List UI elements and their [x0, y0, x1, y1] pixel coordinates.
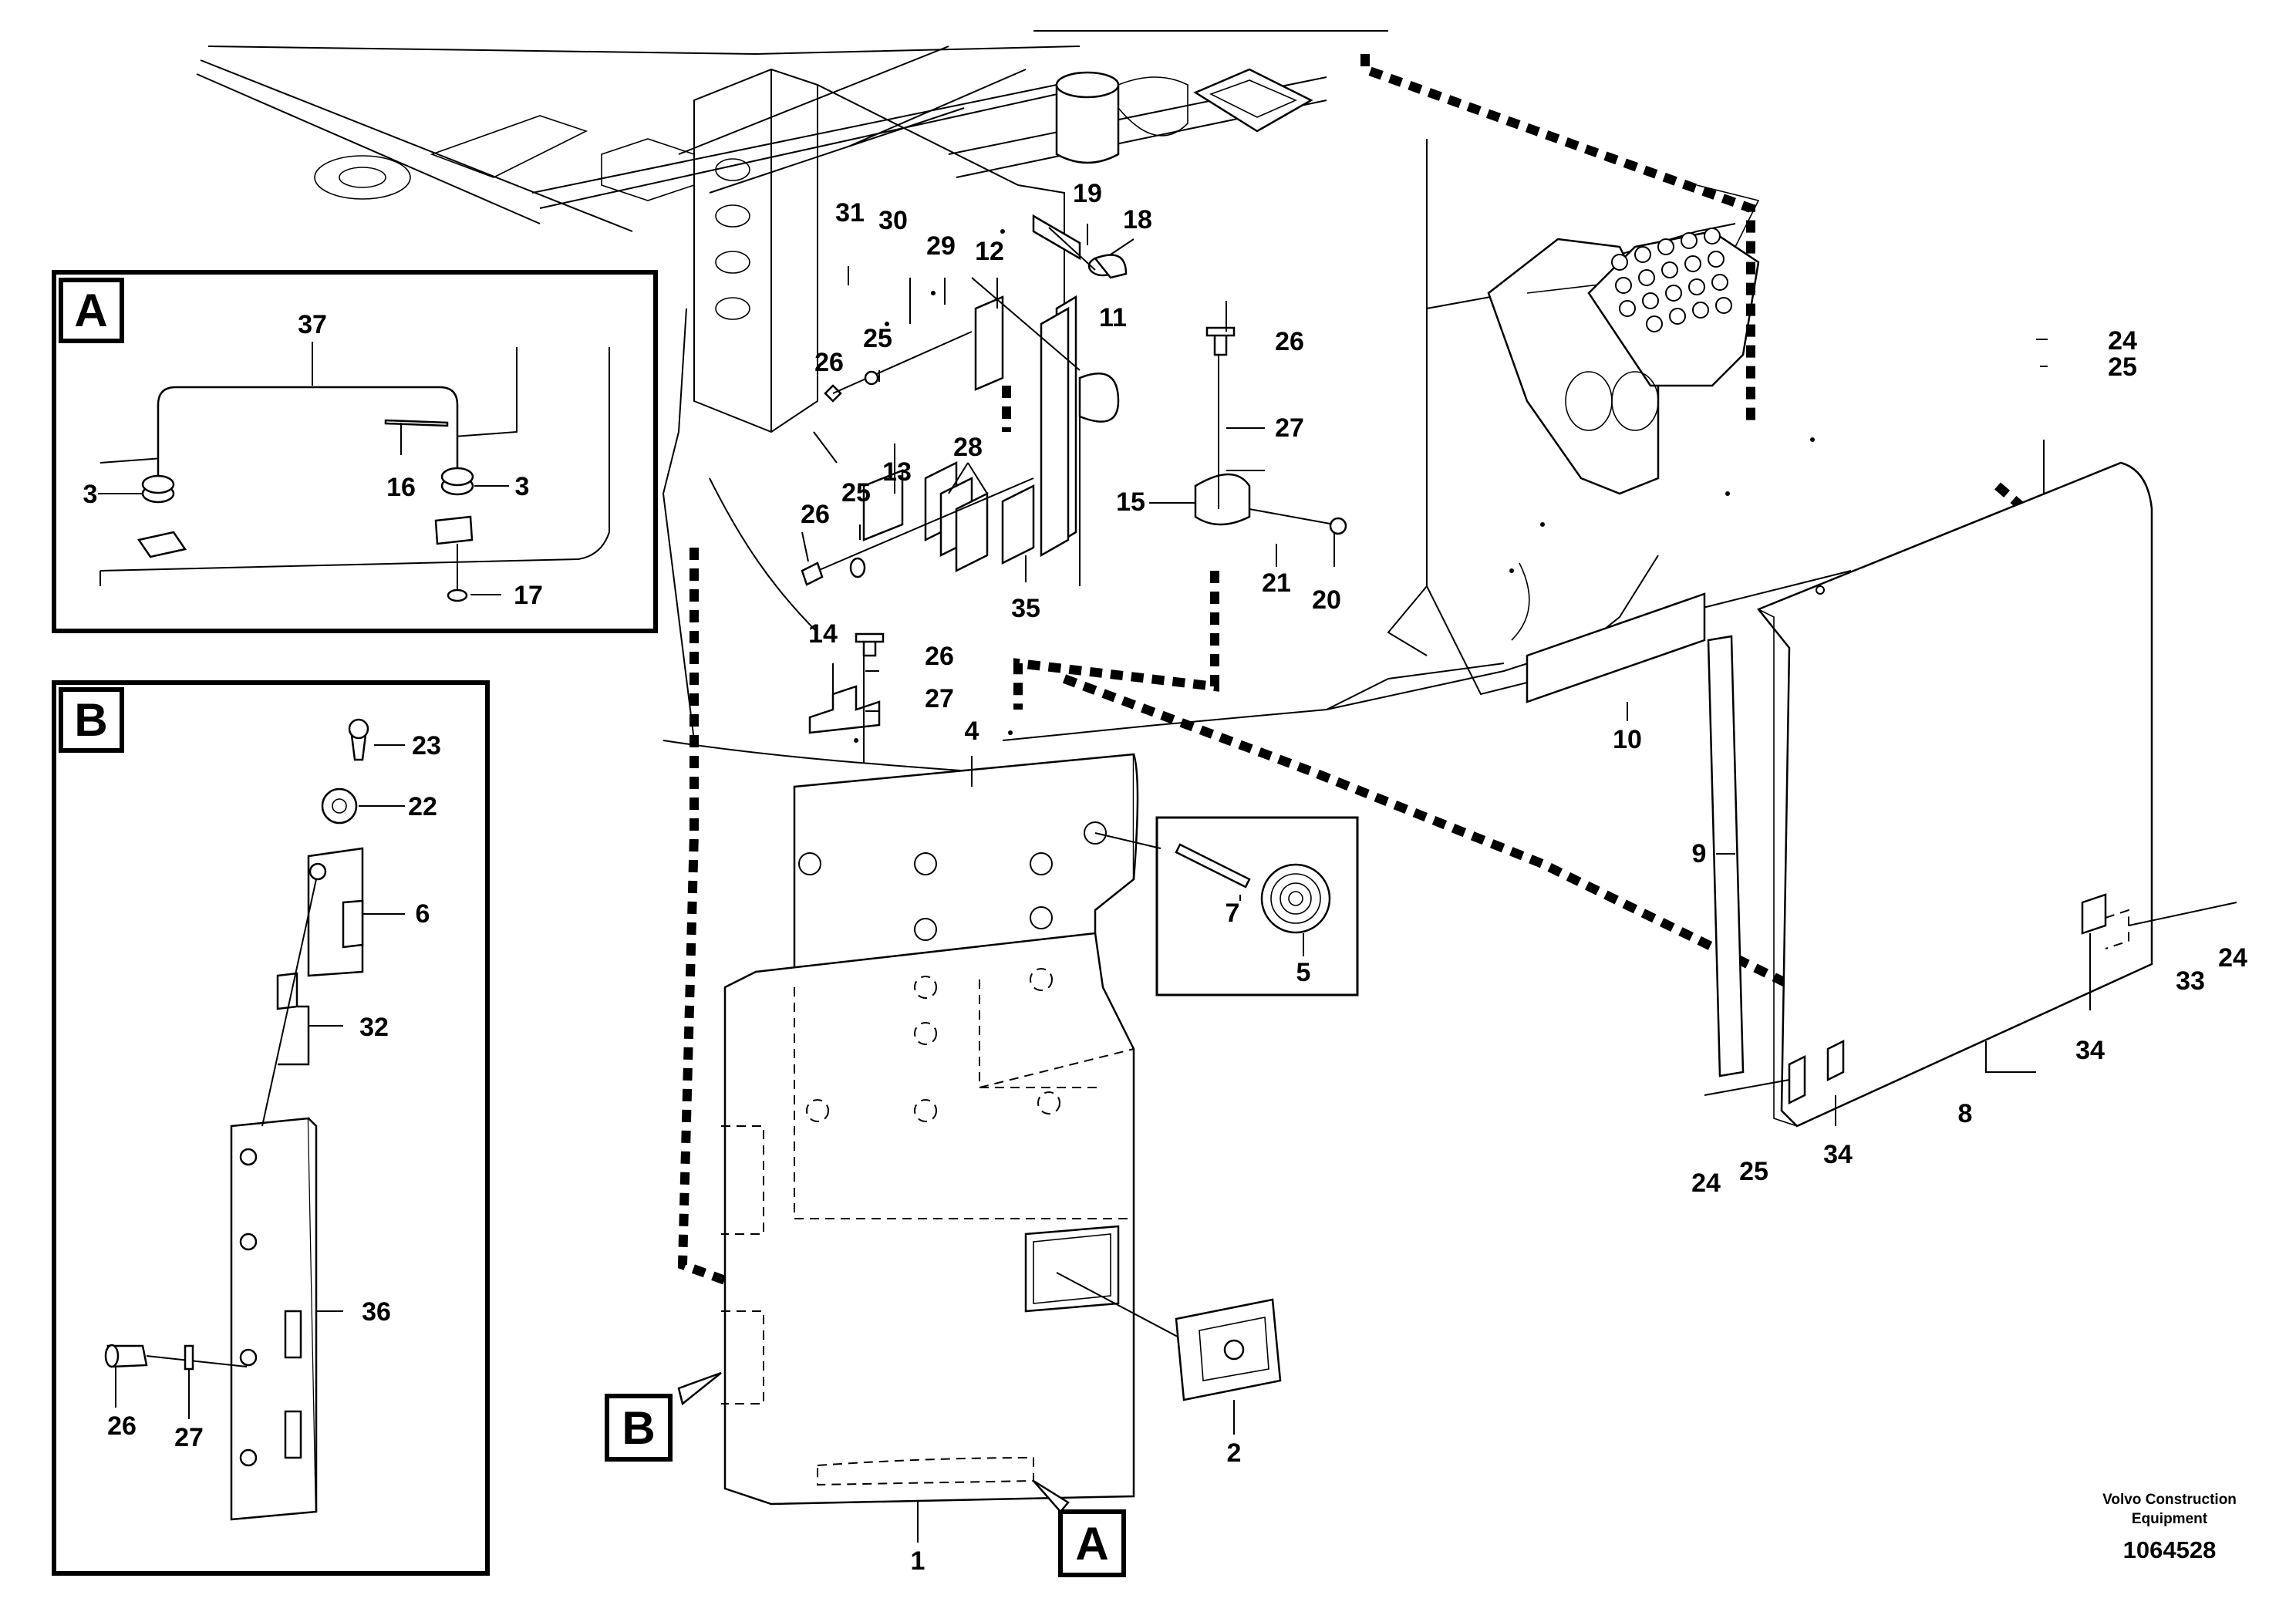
callout-32: 32: [359, 1013, 389, 1042]
callout-25-d: 25: [1739, 1157, 1768, 1186]
reference-tag-a: A: [1033, 1479, 1126, 1577]
upper-door-panel: [793, 753, 1139, 989]
callout-25-a: 25: [863, 324, 892, 353]
leader-lines: [98, 224, 2091, 1543]
callout-27-b: 27: [925, 684, 954, 713]
callout-3-right: 3: [515, 472, 530, 501]
callout-34-a: 34: [2075, 1036, 2105, 1065]
callout-2: 2: [1227, 1438, 1242, 1468]
lower-door-panel: [721, 932, 1188, 1506]
callout-26-d: 26: [925, 642, 954, 671]
callout-24-c: 24: [1691, 1168, 1721, 1198]
reference-tag-b: B: [605, 1371, 722, 1462]
callout-8: 8: [1958, 1099, 1973, 1128]
callout-36: 36: [362, 1297, 391, 1327]
side-panel: [1704, 440, 2237, 1128]
callout-18: 18: [1123, 205, 1152, 234]
callout-25-b: 25: [841, 478, 871, 508]
callout-20: 20: [1312, 585, 1341, 615]
callout-26-a: 26: [814, 348, 844, 377]
callout-30: 30: [878, 206, 908, 235]
callout-15: 15: [1116, 487, 1145, 517]
callout-22: 22: [408, 792, 437, 821]
part-callouts: 37 3 16 3 17 23 22 6 32 36 26 27 31 30 2…: [83, 179, 2247, 1576]
callout-21: 21: [1262, 568, 1291, 598]
callout-11: 11: [1099, 303, 1127, 332]
drawing-footer: Volvo Construction Equipment 1064528: [2102, 1492, 2237, 1563]
callout-24-a: 24: [2108, 326, 2137, 356]
callout-1: 1: [911, 1546, 925, 1576]
spring-detail-box: [1094, 816, 1359, 996]
callout-37: 37: [298, 310, 327, 339]
callout-10: 10: [1613, 725, 1642, 754]
callout-12: 12: [975, 237, 1004, 266]
callout-35: 35: [1011, 594, 1040, 623]
seal-strips: [1526, 592, 1745, 1077]
reference-tag-a-letter: A: [1075, 1518, 1108, 1570]
callout-6: 6: [416, 899, 430, 929]
callout-9: 9: [1692, 839, 1707, 868]
brand-line-2: Equipment: [2132, 1511, 2208, 1527]
hinge-hardware-group: [801, 214, 1347, 764]
brand-line-1: Volvo Construction: [2102, 1492, 2237, 1508]
callout-34-b: 34: [1823, 1140, 1853, 1169]
callout-26-c: 26: [801, 500, 830, 529]
callout-25-c: 25: [2108, 352, 2137, 382]
drawing-number: 1064528: [2123, 1536, 2217, 1563]
callout-4: 4: [965, 717, 979, 746]
callout-24-b: 24: [2218, 943, 2247, 973]
floor-grating: [1611, 228, 1732, 332]
detail-a-letter: A: [74, 285, 107, 336]
door-lock: [1175, 1298, 1282, 1401]
callout-26-detail-b: 26: [107, 1411, 137, 1441]
callout-33: 33: [2176, 966, 2205, 996]
callout-14: 14: [808, 619, 838, 649]
assembly-chain-lines: [677, 54, 2055, 1285]
callout-19: 19: [1073, 179, 1102, 208]
reference-tag-b-letter: B: [622, 1402, 655, 1454]
upper-frame-structure: [196, 30, 1852, 772]
callout-16: 16: [386, 473, 416, 502]
callout-3-left: 3: [83, 480, 98, 509]
callout-26-b: 26: [1275, 327, 1304, 356]
detail-view-a: A: [52, 270, 658, 633]
callout-27-a: 27: [1275, 413, 1304, 443]
callout-28: 28: [953, 433, 983, 462]
detail-b-letter: B: [74, 694, 107, 746]
callout-31: 31: [835, 198, 865, 228]
callout-27-detail-b: 27: [174, 1423, 204, 1452]
callout-7: 7: [1226, 899, 1240, 928]
callout-17: 17: [514, 581, 543, 610]
detail-view-b: B: [52, 680, 490, 1576]
callout-29: 29: [926, 231, 956, 261]
callout-5: 5: [1296, 958, 1311, 987]
callout-23: 23: [412, 731, 441, 760]
callout-13: 13: [882, 457, 912, 487]
